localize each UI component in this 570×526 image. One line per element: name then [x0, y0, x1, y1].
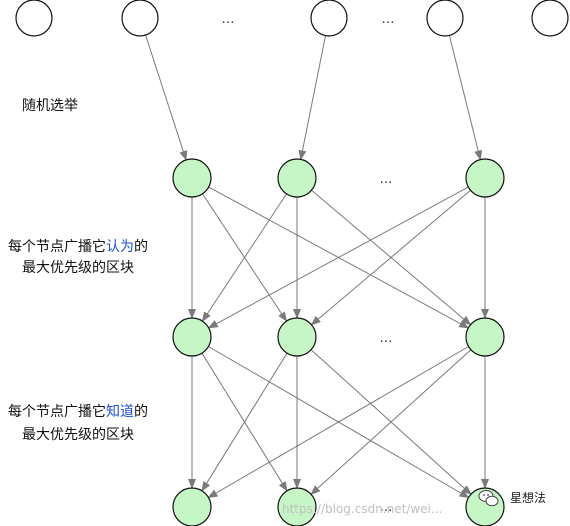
- ellipsis: …: [380, 500, 393, 515]
- label-text: 的: [134, 404, 148, 420]
- elected-node: [465, 158, 505, 198]
- step-label-broadcast-believed: 每个节点广播它认为的: [8, 238, 148, 255]
- broadcast-arrow: [207, 346, 469, 499]
- broadcast-arrow: [310, 349, 472, 495]
- label-text: 的: [134, 239, 148, 255]
- step-label-line2: 最大优先级的区块: [22, 427, 134, 443]
- final-node: [172, 487, 212, 526]
- candidate-node: [426, 0, 464, 37]
- edges: [145, 34, 489, 499]
- candidate-node: [15, 0, 53, 37]
- elected-row: …: [172, 158, 505, 198]
- ellipsis: …: [380, 331, 393, 346]
- ellipsis: …: [382, 12, 395, 27]
- highlight-text: 认为: [106, 239, 134, 255]
- selection-arrow: [145, 34, 188, 161]
- step-label-broadcast-known: 每个节点广播它知道的: [8, 403, 148, 420]
- relay-node: [465, 317, 505, 357]
- candidate-row: … …: [15, 0, 569, 37]
- relay-row: …: [172, 317, 505, 357]
- elected-node: [277, 158, 317, 198]
- brand-name: 星想法: [510, 490, 546, 505]
- label-text: 每个节点广播它: [8, 238, 106, 255]
- brand-badge: 星想法: [478, 490, 546, 507]
- broadcast-arrow: [201, 352, 288, 492]
- candidate-node: [310, 0, 348, 37]
- selection-arrow: [448, 35, 483, 161]
- watermark-url: https://blog.csdn.net/wei...: [282, 502, 442, 516]
- step-label-line2: 最大优先级的区块: [22, 260, 134, 276]
- ellipsis: …: [222, 12, 235, 27]
- ellipsis: …: [380, 172, 393, 187]
- label-text: 每个节点广播它: [8, 403, 106, 420]
- broadcast-arrow: [201, 193, 287, 322]
- step-label-random-election: 随机选举: [22, 98, 78, 114]
- candidate-node: [121, 0, 159, 37]
- relay-node: [172, 317, 212, 357]
- broadcast-arrow: [207, 186, 469, 329]
- candidate-node: [531, 0, 569, 37]
- wechat-icon: [478, 490, 499, 507]
- highlight-text: 知道: [106, 403, 134, 420]
- final-node: [277, 487, 317, 526]
- relay-node: [277, 317, 317, 357]
- selection-arrow: [298, 35, 326, 161]
- elected-node: [172, 158, 212, 198]
- broadcast-arrow: [310, 189, 471, 326]
